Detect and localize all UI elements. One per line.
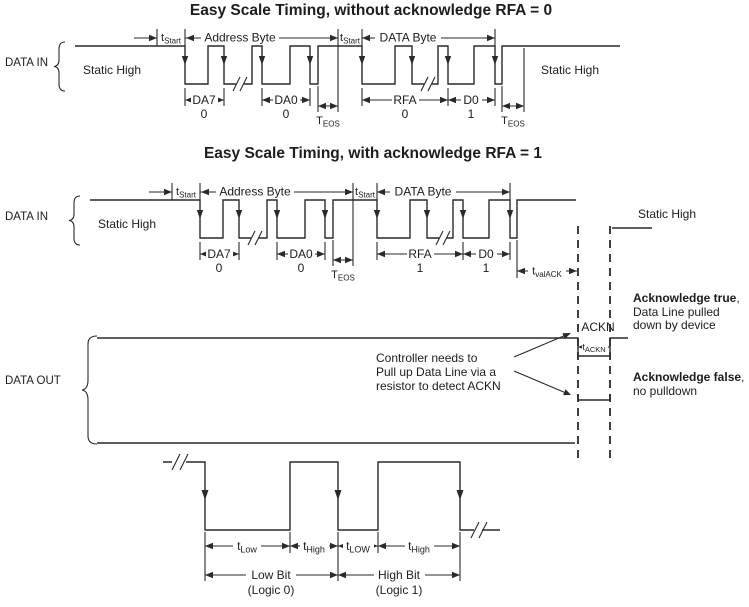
ack-true-rest: , Data Line pulled down by device (633, 291, 740, 333)
t-eos-label: TEOS (501, 115, 525, 129)
section1-title: Easy Scale Timing, without acknowledge R… (190, 2, 552, 19)
bit-waveform (163, 461, 500, 531)
data-out-label: DATA OUT (5, 375, 61, 387)
section-bit-timing: tLow tHigh tLOW tHigh Low Bit High Bit (… (163, 453, 500, 597)
t-high-label: tHigh (303, 539, 325, 555)
section-without-ack: Easy Scale Timing, without acknowledge R… (5, 2, 620, 129)
bit-d0-value: 1 (468, 107, 475, 121)
data-byte-label: DATA Byte (395, 185, 452, 199)
t-high2-label: tHigh (408, 539, 430, 555)
section-data-out: DATA OUT ACKN tACKN Controller needs to … (5, 226, 628, 458)
ack-false-annotation: Acknowledge false, no pulldown (633, 370, 749, 398)
t-eos-label: TEOS (331, 269, 355, 283)
bit-da7-value: 0 (216, 261, 223, 275)
bit-d0: D0 (478, 247, 494, 261)
extension-ticks (204, 532, 461, 581)
data-in-waveform (90, 199, 576, 239)
bit-d0: D0 (463, 93, 479, 107)
data-in-waveform (75, 45, 620, 85)
controller-note-line1: Controller needs to (376, 351, 478, 365)
section-with-ack: Easy Scale Timing, with acknowledge RFA … (5, 145, 696, 283)
high-bit-logic-label: (Logic 1) (376, 583, 423, 597)
bit-da0-value: 0 (283, 107, 290, 121)
ack-false-rest: , no pulldown (633, 370, 745, 398)
bit-rfa: RFA (393, 93, 416, 107)
high-bit-label: High Bit (378, 568, 421, 582)
data-in-label: DATA IN (5, 57, 48, 69)
bit-da7-value: 0 (201, 107, 208, 121)
static-high-right: Static High (638, 207, 696, 221)
static-high-left: Static High (98, 217, 156, 231)
controller-note-line2: Pull up Data Line via a (376, 365, 496, 379)
data-byte-label: DATA Byte (380, 31, 437, 45)
t-start-label: tStart (355, 186, 376, 200)
bit-da0: DA0 (274, 93, 298, 107)
bit-da0: DA0 (289, 247, 313, 261)
section2-title: Easy Scale Timing, with acknowledge RFA … (204, 145, 542, 162)
t-start-label: tStart (340, 32, 361, 46)
address-byte-label: Address Byte (219, 185, 291, 199)
bit-rfa-value: 0 (402, 107, 409, 121)
address-byte-label: Address Byte (204, 31, 276, 45)
t-valack-label: tvalACK (532, 266, 562, 280)
bit-rfa: RFA (408, 247, 431, 261)
low-bit-label: Low Bit (251, 568, 291, 582)
ackn-pulldown-pulse (575, 337, 628, 357)
bit-da0-value: 0 (298, 261, 305, 275)
ackn-label: ACKN (581, 320, 614, 334)
t-low2-label: tLOW (346, 539, 370, 555)
note-arrow-lines (513, 334, 567, 394)
ack-false-flat-line (577, 394, 611, 401)
data-in-label: DATA IN (5, 211, 48, 223)
break-marks (171, 453, 488, 539)
data-out-rails (97, 337, 575, 444)
break-marks (232, 76, 436, 92)
bit-rfa-value: 1 (417, 261, 424, 275)
data-out-brace (81, 335, 98, 445)
bit-da7: DA7 (192, 93, 216, 107)
t-start-label: tStart (161, 32, 182, 46)
t-start-label: tStart (176, 186, 197, 200)
bit-d0-value: 1 (483, 261, 490, 275)
ack-false-bold: Acknowledge false (633, 370, 742, 384)
t-eos-label: TEOS (316, 115, 340, 129)
dimension-arrowheads (164, 188, 577, 275)
static-high-right: Static High (541, 63, 599, 77)
data-in-brace (68, 195, 81, 246)
low-bit-logic-label: (Logic 0) (248, 583, 295, 597)
ack-true-bold: Acknowledge true (633, 291, 737, 305)
controller-note-line3: resistor to detect ACKN (376, 379, 501, 393)
falling-edge-arrows (181, 56, 499, 65)
bit-da7: DA7 (207, 247, 231, 261)
note-arrowheads (562, 333, 571, 396)
break-marks (247, 230, 451, 246)
static-high-left: Static High (83, 63, 141, 77)
falling-edge-arrows (196, 210, 514, 219)
ack-true-annotation: Acknowledge true, Data Line pulled down … (633, 291, 749, 333)
falling-edge-arrows (201, 490, 464, 500)
t-ackn-label: tACKN (582, 342, 605, 354)
data-in-brace (53, 41, 66, 92)
t-low-label: tLow (237, 539, 257, 555)
